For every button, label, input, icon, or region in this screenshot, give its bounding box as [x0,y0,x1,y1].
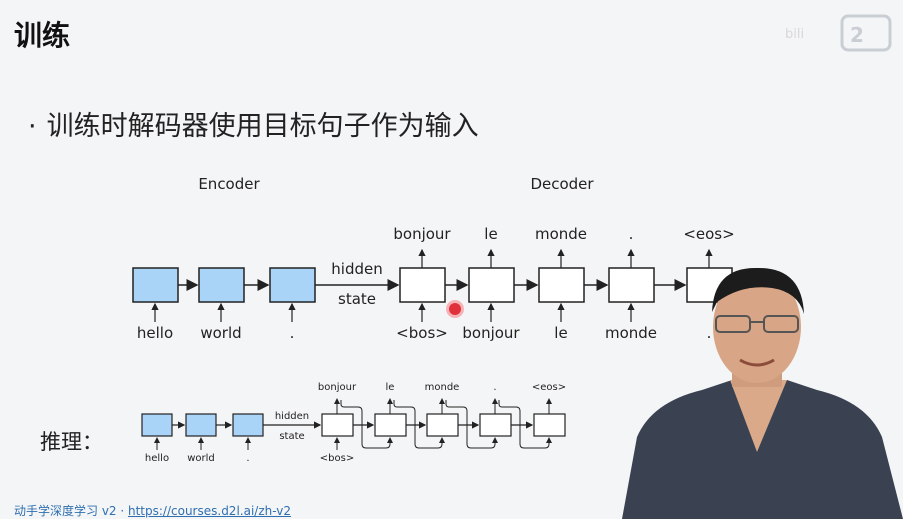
decoder-cell-3 [538,267,585,303]
footer-prefix: 动手学深度学习 v2 · [14,504,128,518]
encoder-input-world: world [200,324,241,342]
decoder-cell-2 [468,267,515,303]
footer: 动手学深度学习 v2 · https://courses.d2l.ai/zh-v… [14,502,291,519]
decoder-output-1: bonjour [393,225,451,243]
bilibili-logo: bili 2 [780,10,900,55]
encoder-input-hello: hello [137,324,173,342]
course-link[interactable]: https://courses.d2l.ai/zh-v2 [128,504,291,518]
decoder-output-3: monde [535,225,587,243]
svg-text:2: 2 [850,23,864,47]
inf-input-hello: hello [145,453,169,464]
bullet-text: 训练时解码器使用目标句子作为输入 [46,111,479,142]
inf-encoder-cell-3 [232,413,264,437]
slide-title: 训练 [14,19,71,52]
decoder-cell-1 [399,267,446,303]
state-label: state [338,290,376,308]
inf-output-5: <eos> [532,382,566,393]
inf-decoder-cell-4 [479,413,512,437]
decoder-label: Decoder [530,175,594,193]
decoder-input-3: le [554,324,567,342]
watermark-text: bili [785,27,804,42]
inf-decoder-cell-3 [426,413,459,437]
decoder-output-2: le [484,225,497,243]
recording-dot-icon [449,303,461,315]
encoder-cell-2 [198,267,245,303]
inf-decoder-cell-5 [533,413,566,437]
inf-encoder-cell-1 [141,413,173,437]
hidden-label: hidden [331,260,382,278]
bullet-point: · 训练时解码器使用目标句子作为输入 [28,104,479,143]
decoder-output-5: <eos> [683,225,734,243]
encoder-cell-3 [269,267,316,303]
decoder-input-2: bonjour [462,324,520,342]
inf-decoder-cell-2 [374,413,407,437]
inf-decoder-input-bos: <bos> [320,453,354,464]
inf-output-4: . [493,382,496,393]
decoder-output-4: . [629,225,634,243]
decoder-input-5: . [707,324,712,342]
inf-input-period: . [246,453,249,464]
encoder-input-period: . [290,324,295,342]
decoder-input-1: <bos> [396,324,448,342]
inf-output-3: monde [425,382,460,393]
inf-state-label: state [279,431,304,442]
inf-output-1: bonjour [318,382,357,393]
encoder-label: Encoder [198,175,260,193]
encoder-cell-1 [132,267,179,303]
bullet-dot: · [28,111,37,142]
inf-input-world: world [187,453,215,464]
inf-output-2: le [386,382,395,393]
decoder-cell-4 [608,267,655,303]
presenter-video [622,267,903,519]
inf-hidden-label: hidden [275,411,309,422]
decoder-input-4: monde [605,324,657,342]
inf-encoder-cell-2 [185,413,217,437]
inf-decoder-cell-1 [321,413,354,437]
inference-label: 推理： [40,430,103,454]
